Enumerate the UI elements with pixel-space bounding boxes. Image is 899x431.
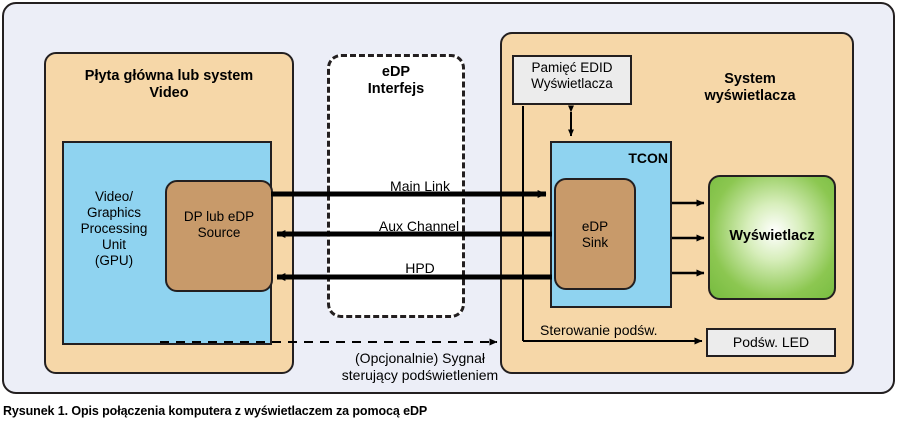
block-edp-interface — [327, 54, 465, 318]
figure-caption: Rysunek 1. Opis połączenia komputera z w… — [3, 404, 428, 418]
block-gpu-label: Video/ Graphics Processing Unit (GPU) — [80, 189, 148, 268]
block-dp-source — [165, 180, 273, 292]
block-edp-sink-label: eDP Sink — [581, 219, 609, 250]
block-dp-source-label: DP lub eDP Source — [183, 209, 255, 240]
block-motherboard-label: Płyta główna lub system Video — [84, 68, 254, 102]
block-edp-interface-label: eDP Interfejs — [367, 64, 425, 98]
block-display-panel — [708, 175, 836, 300]
block-tcon-label: TCON — [628, 150, 668, 166]
block-edp-sink — [554, 178, 636, 290]
block-edid-memory — [512, 55, 632, 105]
connector-main-link-label: Main Link — [390, 178, 450, 194]
block-backlight-led-label: Podśw. LED — [732, 334, 810, 350]
connector-optional-backlight-label: (Opcjonalnie) Sygnał sterujący podświetl… — [341, 350, 499, 383]
connector-backlight-control-label: Sterowanie podśw. — [540, 322, 658, 338]
block-display-system-label: System wyświetlacza — [704, 71, 796, 105]
connector-aux-channel-label: Aux Channel — [378, 218, 460, 234]
block-backlight-led — [706, 328, 836, 357]
block-edid-memory-label: Pamięć EDID Wyświetlacza — [531, 60, 613, 91]
connector-hpd-label: HPD — [405, 260, 435, 276]
block-display-panel-label: Wyświetlacz — [729, 228, 815, 244]
